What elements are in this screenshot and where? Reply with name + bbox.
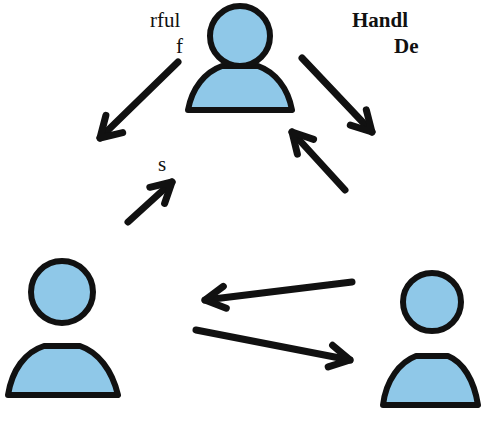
arrow: [292, 132, 345, 190]
text-fragment: s: [158, 152, 166, 177]
person-figure: [383, 273, 478, 405]
text-fragment: De: [394, 34, 419, 59]
text-fragment: rful: [150, 8, 180, 33]
text-fragment: Handl: [352, 8, 408, 33]
arrow: [100, 62, 178, 138]
arrow: [302, 58, 372, 132]
person-figure: [8, 261, 118, 395]
arrow: [205, 282, 352, 308]
text-fragment: f: [176, 34, 183, 59]
arrow: [196, 330, 350, 367]
person-figure: [188, 6, 292, 110]
arrow: [128, 182, 172, 222]
